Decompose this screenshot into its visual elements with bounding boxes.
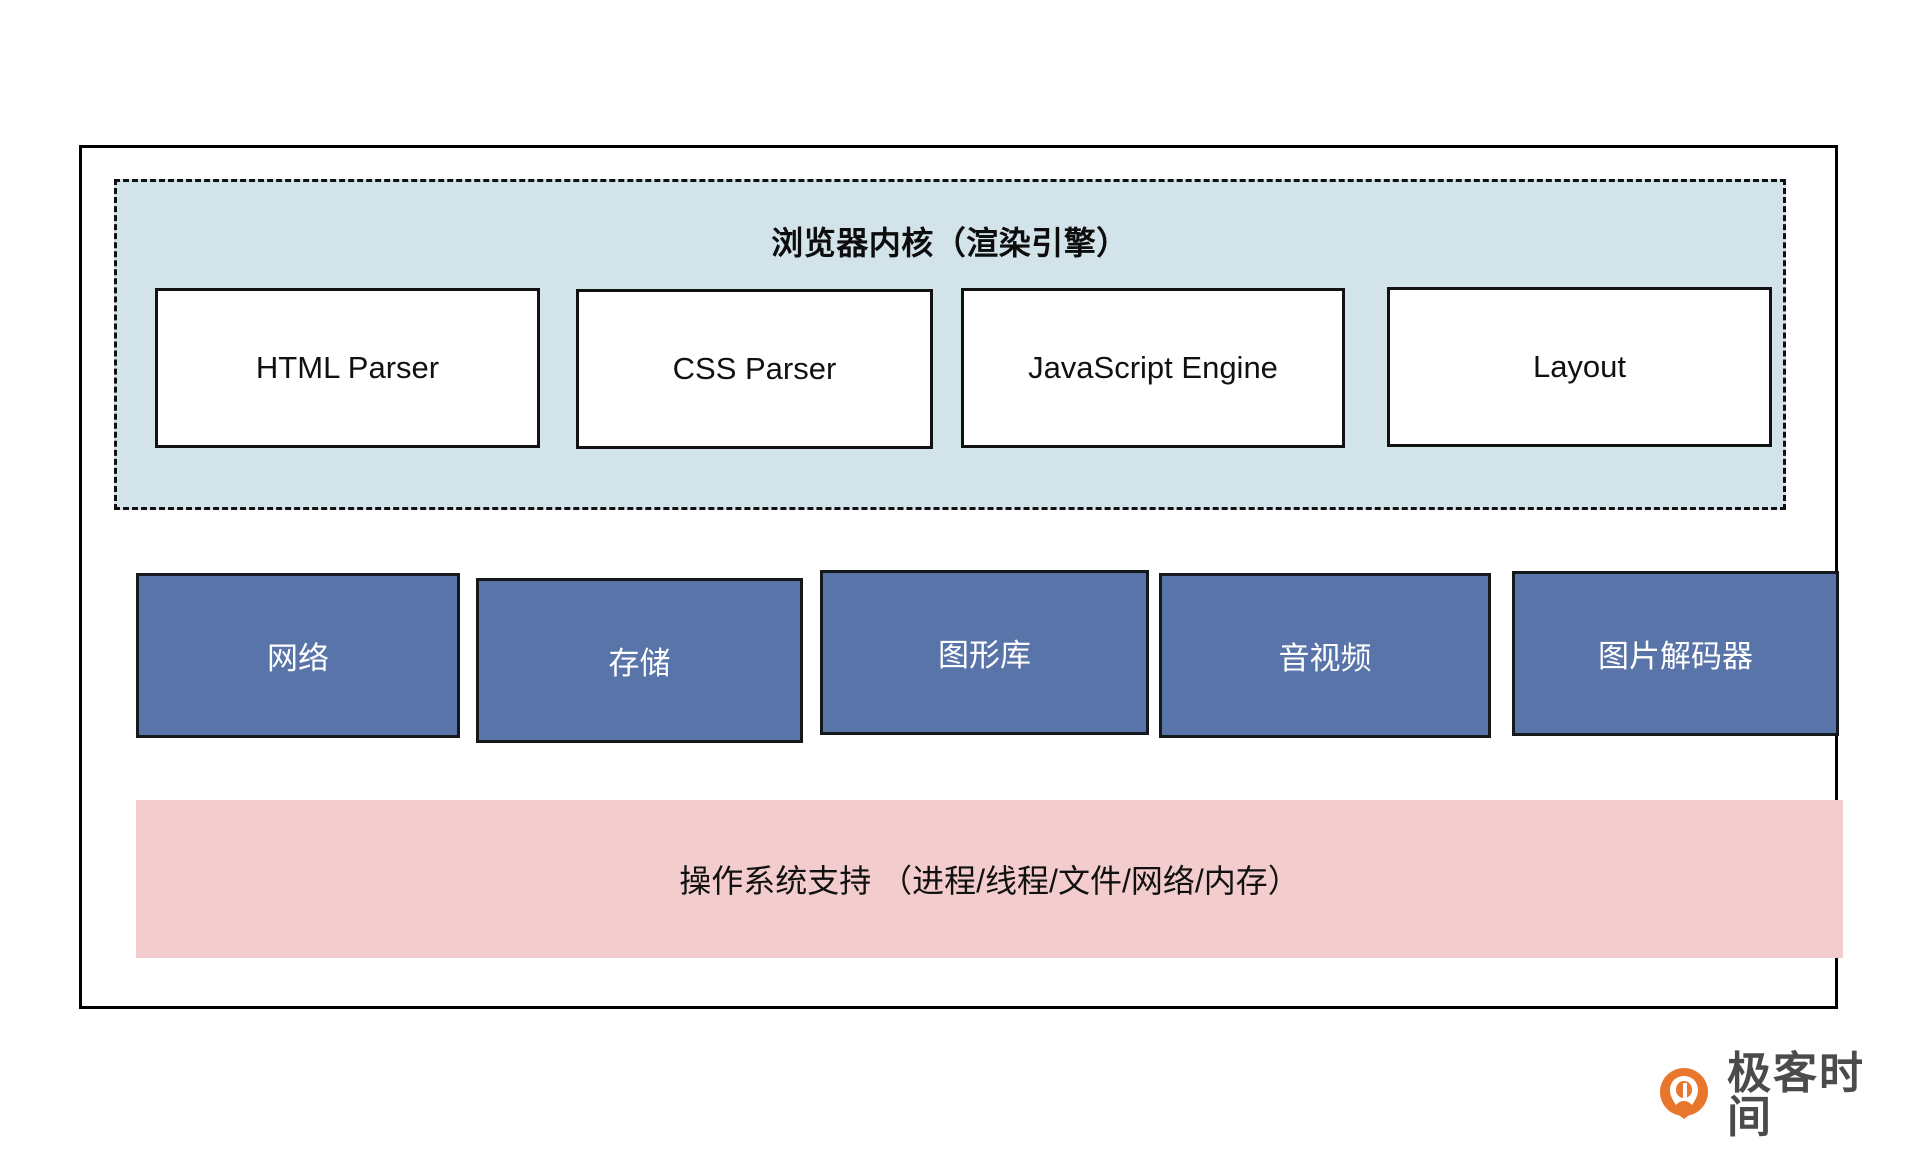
os-support-bar: 操作系统支持 （进程/线程/文件/网络/内存） [136,800,1843,958]
engine-box-html-parser: HTML Parser [155,288,540,448]
geektime-drop-icon [1660,1068,1708,1119]
browser-kernel-title: 浏览器内核（渲染引擎） [771,225,1129,261]
module-box-network: 网络 [136,573,460,738]
engine-box-layout: Layout [1387,287,1772,447]
engine-box-javascript-engine: JavaScript Engine [961,288,1345,448]
geektime-logo: 极客时间 [1655,1052,1885,1140]
engine-box-css-parser: CSS Parser [576,289,933,449]
module-box-graphics-library: 图形库 [820,570,1149,735]
module-box-storage: 存储 [476,578,803,743]
geektime-logo-text: 极客时间 [1727,1049,1865,1142]
module-box-image-decoder: 图片解码器 [1512,571,1839,736]
module-box-audio-video: 音视频 [1159,573,1491,738]
